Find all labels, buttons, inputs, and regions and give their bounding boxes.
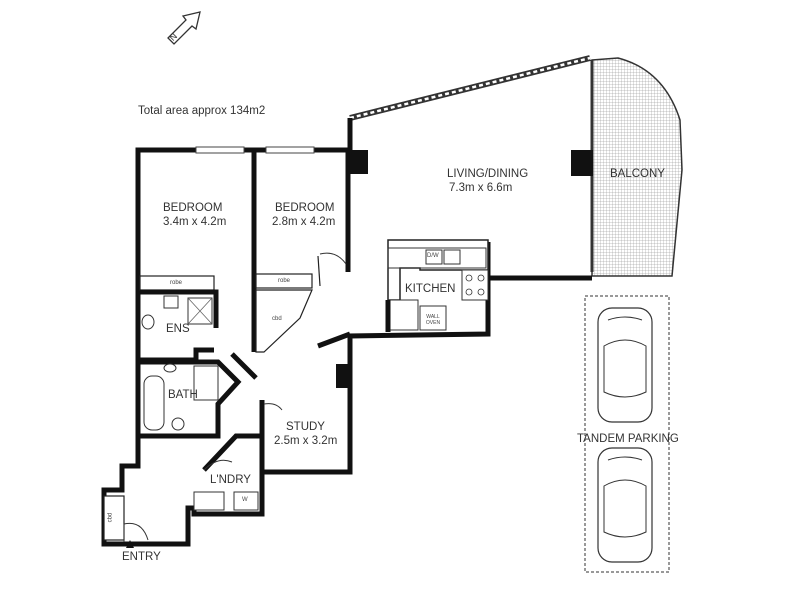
window-bedroom1 bbox=[195, 146, 245, 154]
room-name-balcony: BALCONY bbox=[610, 168, 665, 180]
room-name-bedroom2: BEDROOM bbox=[275, 202, 335, 214]
washer-label: W bbox=[242, 497, 248, 503]
cbd-label-1: cbd bbox=[272, 316, 282, 322]
cbd-label-2: cbd bbox=[107, 512, 114, 523]
room-name-bedroom1: BEDROOM bbox=[163, 202, 223, 214]
robe-bedroom2 bbox=[255, 273, 313, 289]
room-dims-study: 2.5m x 3.2m bbox=[274, 435, 338, 447]
room-dims-living: 7.3m x 6.6m bbox=[449, 182, 513, 194]
window-bedroom2 bbox=[265, 146, 315, 154]
entry-arrow-icon bbox=[126, 540, 134, 548]
car-icon bbox=[597, 447, 653, 563]
car-icon bbox=[597, 307, 653, 423]
dw-label: D/W bbox=[427, 253, 439, 259]
robe-label-1: robe bbox=[170, 280, 183, 286]
room-name-parking: TANDEM PARKING bbox=[577, 433, 679, 445]
room-dims-bedroom1: 3.4m x 4.2m bbox=[163, 216, 227, 228]
balcony-area bbox=[591, 57, 683, 277]
room-dims-bedroom2: 2.8m x 4.2m bbox=[272, 216, 336, 228]
wall-oven-label: WALL OVEN bbox=[425, 314, 441, 326]
room-name-study: STUDY bbox=[286, 421, 325, 433]
robe-label-2: robe bbox=[278, 278, 291, 284]
room-name-entry: ENTRY bbox=[122, 551, 161, 563]
cbd-entry bbox=[103, 495, 125, 541]
room-name-kitchen: KITCHEN bbox=[405, 283, 456, 295]
room-name-living: LIVING/DINING bbox=[447, 168, 529, 180]
parking-bay bbox=[584, 295, 670, 573]
total-area-label: Total area approx 134m2 bbox=[138, 105, 266, 117]
kitchen-block bbox=[385, 239, 489, 332]
room-name-bath: BATH bbox=[168, 389, 198, 401]
room-name-laundry: L'NDRY bbox=[210, 474, 251, 486]
compass-icon bbox=[167, 11, 201, 45]
room-name-ens: ENS bbox=[166, 323, 190, 335]
